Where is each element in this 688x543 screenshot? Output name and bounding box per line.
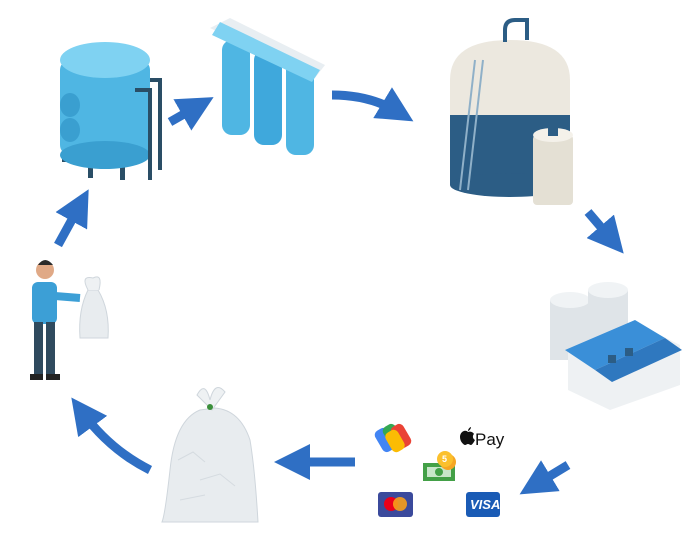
arrow-filters-to-storage bbox=[331, 87, 414, 122]
water-tank-illustration bbox=[60, 42, 162, 180]
arrow-storage-to-factory bbox=[584, 209, 624, 254]
ice-bag-illustration bbox=[161, 387, 259, 523]
visa-label: VISA bbox=[470, 497, 500, 512]
visa-card-icon: VISA bbox=[466, 492, 500, 517]
google-pay-icon bbox=[374, 423, 412, 453]
apple-pay-label: Pay bbox=[475, 430, 505, 449]
arrow-customer-to-tank bbox=[54, 189, 89, 248]
customer-illustration bbox=[30, 260, 109, 380]
water-filters-illustration bbox=[210, 18, 325, 155]
storage-tank-illustration bbox=[450, 18, 573, 205]
arrow-factory-to-payment bbox=[519, 460, 571, 495]
flow-arrows bbox=[54, 87, 624, 495]
arrow-tank-to-filters bbox=[167, 97, 214, 131]
apple-icon bbox=[460, 427, 475, 445]
cash-coins-icon: 5 bbox=[423, 451, 456, 481]
mastercard-icon bbox=[378, 492, 413, 517]
arrow-bag-to-customer bbox=[71, 397, 153, 475]
payment-methods: Pay 5 VISA bbox=[374, 423, 505, 517]
apple-pay-logo: Pay bbox=[460, 427, 505, 449]
ice-factory-illustration bbox=[550, 282, 682, 410]
coin-label: 5 bbox=[442, 454, 447, 464]
